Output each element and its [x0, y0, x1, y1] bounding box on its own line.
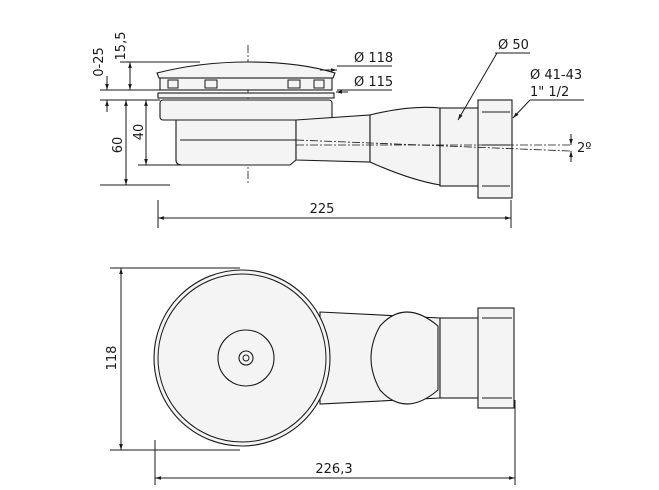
flange-ring [157, 92, 335, 99]
dim-diameter-label: 118 [105, 346, 120, 371]
center-screw [238, 350, 254, 366]
outlet-nut [477, 99, 513, 199]
outlet-pipe [369, 106, 441, 186]
top-view: 118 226,3 [105, 267, 516, 485]
outlet-elbow [295, 114, 371, 163]
dim-body-height-label: 40 [132, 124, 147, 141]
elbow-top [370, 311, 439, 405]
dia-outlet-label: Ø 41-43 [530, 68, 582, 83]
side-view: 225 0-25 15,5 60 40 Ø 118 Ø 115 Ø 50 Ø 4… [92, 32, 591, 228]
flange-body [159, 99, 333, 121]
dim-cap-height-label: 15,5 [114, 32, 129, 61]
collar-top [439, 317, 481, 399]
dia-cap-label: Ø 118 [354, 51, 393, 66]
cap-grille [159, 77, 333, 91]
dia-pipe-label: Ø 50 [498, 38, 529, 53]
drain-cap [156, 61, 336, 79]
drain-body [175, 119, 297, 166]
dim-length-label: 226,3 [315, 462, 352, 477]
dim-total-height-label: 60 [111, 137, 126, 154]
thread-label: 1" 1/2 [530, 85, 569, 100]
dim-adjust-label: 0-25 [92, 47, 107, 77]
slope-label: 2º [577, 141, 591, 156]
dia-flange-label: Ø 115 [354, 75, 393, 90]
nut-top [477, 307, 515, 409]
pipe-collar [439, 107, 481, 187]
grille-slots [167, 79, 325, 89]
dim-width-label: 225 [310, 202, 335, 217]
